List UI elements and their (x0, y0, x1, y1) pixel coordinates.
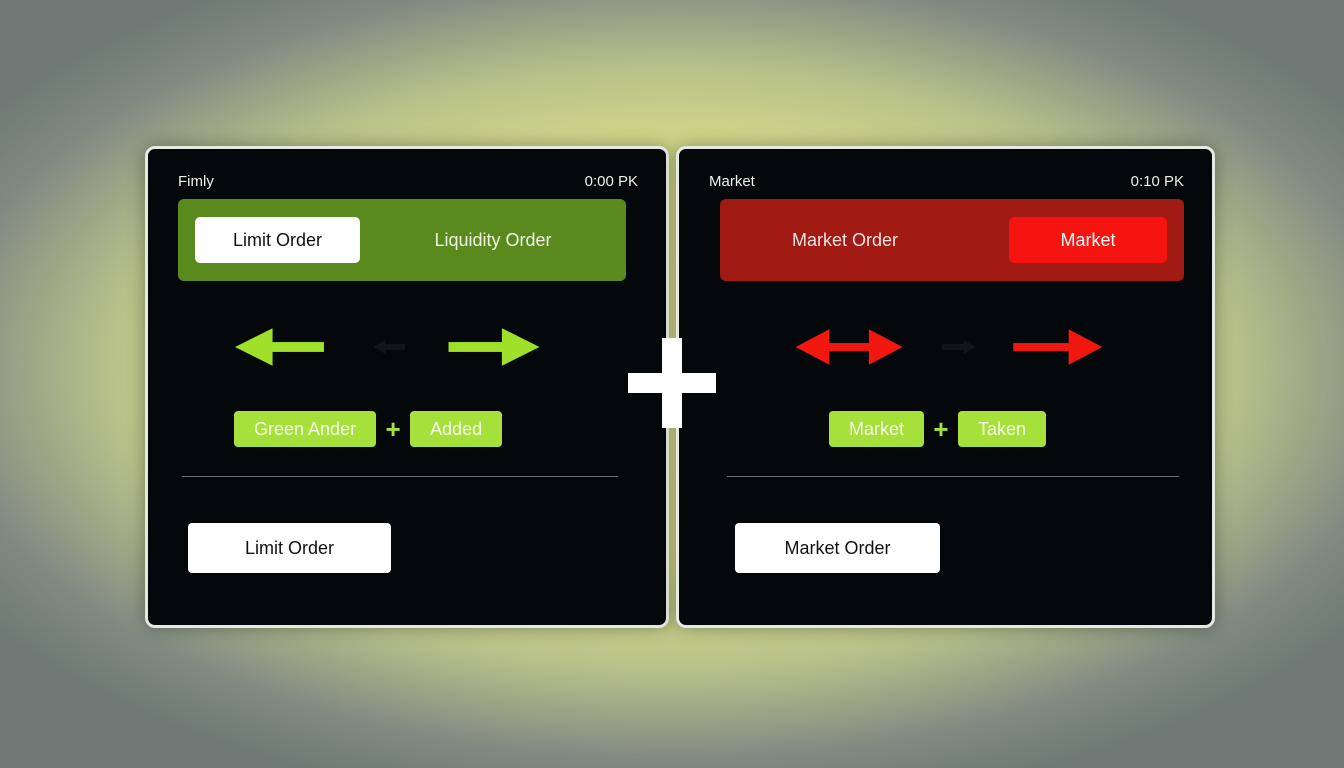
divider (182, 476, 618, 477)
panel-time: 0:00 PK (584, 173, 638, 190)
plus-icon (628, 338, 716, 428)
order-type-banner: Market Order Market (720, 199, 1184, 281)
arrow-faint-icon (373, 340, 406, 354)
chip-row: Market + Taken (829, 411, 1047, 447)
plus-icon: + (933, 414, 949, 444)
arrow-double-icon (795, 329, 903, 365)
market-order-tab[interactable]: Market Order (791, 229, 899, 250)
arrow-right-icon (1013, 329, 1103, 365)
added-chip: Added (410, 411, 503, 447)
panel-time: 0:10 PK (1130, 173, 1184, 190)
liquidity-order-tab[interactable]: Liquidity Order (434, 229, 552, 250)
limit-order-button[interactable]: Limit Order (188, 523, 391, 573)
order-type-banner: Limit Order Liquidity Order (178, 199, 626, 281)
market-order-button[interactable]: Market Order (735, 523, 940, 573)
limit-order-panel: Fimly 0:00 PK Limit Order Liquidity Orde… (145, 146, 669, 628)
panel-title: Fimly (178, 173, 214, 190)
taken-chip: Taken (958, 411, 1047, 447)
panel-title: Market (709, 173, 755, 190)
divider (727, 476, 1179, 477)
limit-order-tab[interactable]: Limit Order (195, 217, 360, 263)
market-chip: Market (829, 411, 925, 447)
chip-row: Green Ander + Added (234, 411, 503, 447)
arrow-right-icon (448, 328, 540, 366)
plus-icon: + (385, 414, 401, 444)
arrow-row (234, 328, 540, 366)
green-ander-chip: Green Ander (234, 411, 377, 447)
market-order-panel: Market 0:10 PK Market Order Market Marke… (676, 146, 1215, 628)
arrow-row (795, 329, 1103, 365)
market-button[interactable]: Market (1009, 217, 1167, 263)
arrow-left-icon (234, 328, 324, 366)
arrow-faint-icon (942, 340, 976, 354)
